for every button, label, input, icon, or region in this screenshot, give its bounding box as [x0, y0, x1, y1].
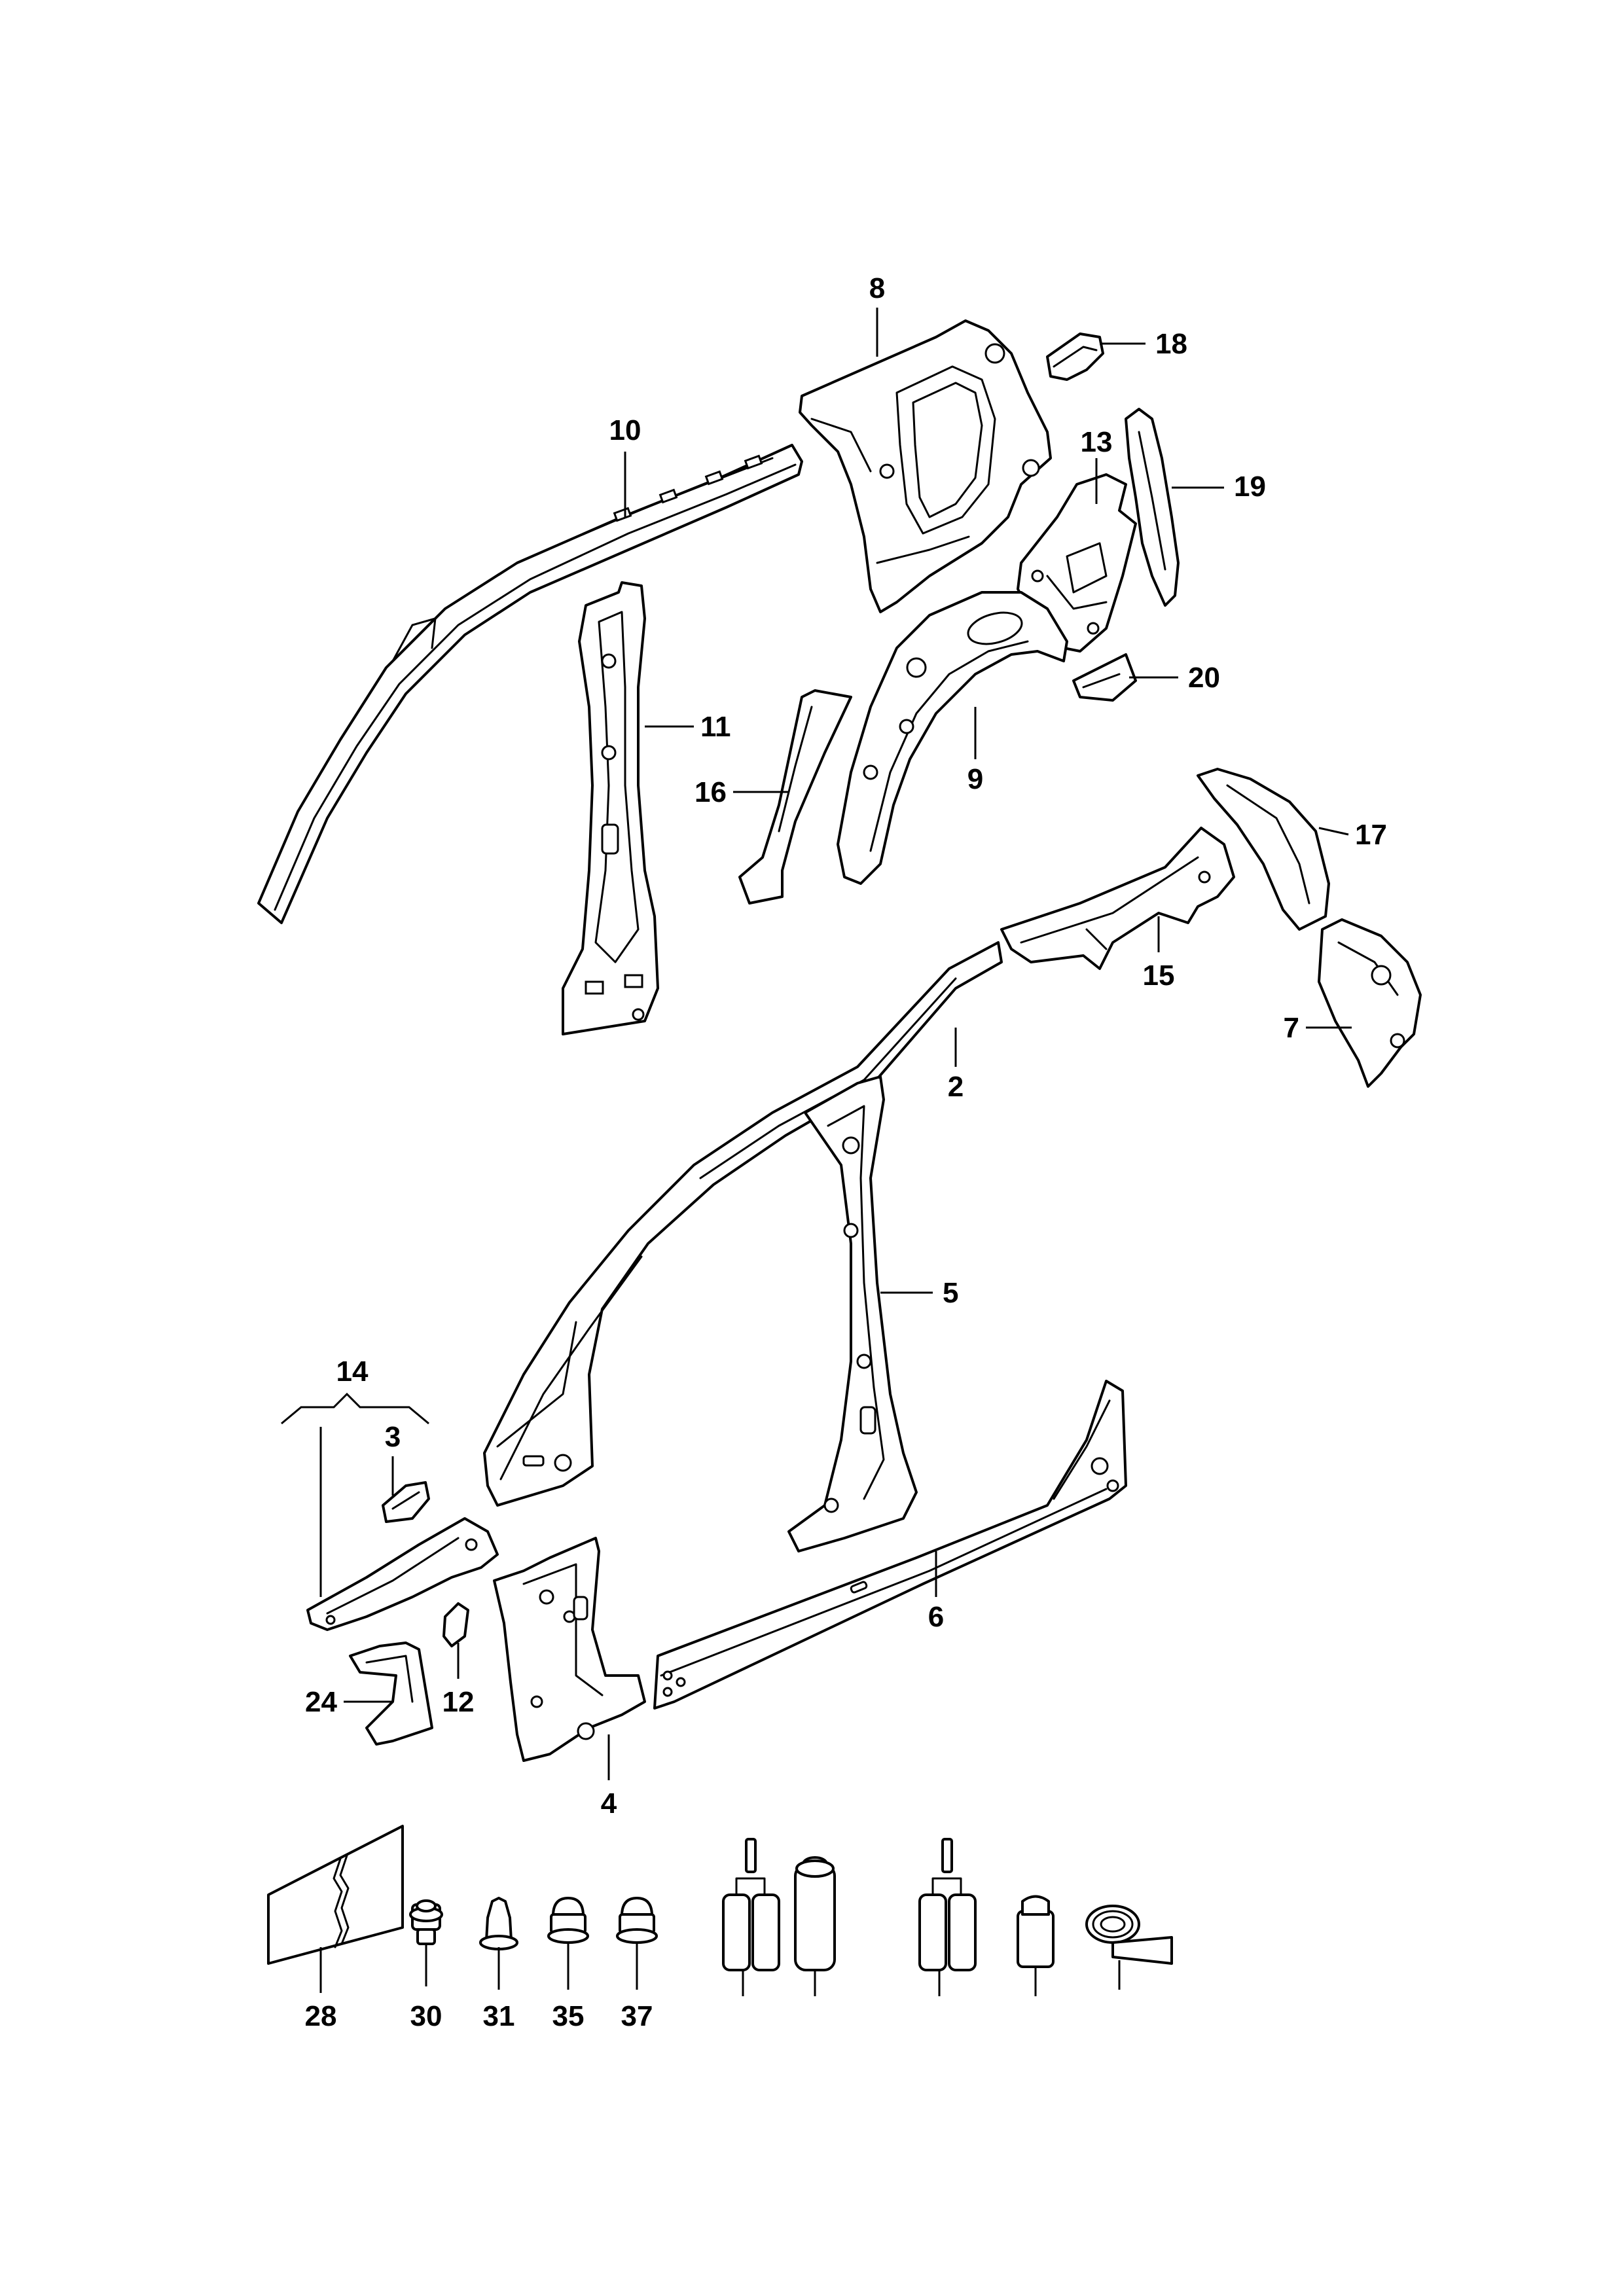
part-20-lower-gusset: [349, 1641, 433, 1746]
label-13: 14: [336, 1355, 369, 1388]
part-28-cap-nut: [616, 1897, 658, 1944]
part-25-nut-insert: [409, 1899, 443, 1945]
label-1: 2: [948, 1071, 964, 1103]
label-5: 6: [928, 1601, 944, 1633]
part-24-tape-strip: [267, 1825, 404, 1965]
part-16-rear-corner-upper: [1197, 768, 1330, 931]
part-11-clip-bracket: [442, 1602, 469, 1647]
part-38-tape-roll: [1085, 1905, 1173, 1965]
label-8: 9: [967, 763, 983, 795]
label-2: 3: [385, 1421, 401, 1453]
part-26-push-clip: [479, 1897, 518, 1950]
label-25: 30: [410, 2000, 442, 2032]
label-11: 12: [442, 1686, 475, 1718]
label-24: 28: [305, 2000, 337, 2032]
part-7-quarter-inner-panel: [799, 319, 1052, 613]
part-17-bracket: [1046, 332, 1104, 381]
label-27: 35: [552, 2000, 585, 2032]
part-12-lamp-panel: [1017, 473, 1137, 653]
label-16: 17: [1355, 819, 1387, 851]
label-7: 8: [869, 272, 885, 304]
label-9: 10: [609, 414, 641, 446]
label-28: 37: [621, 2000, 653, 2032]
part-3-a-pillar-lower: [493, 1537, 646, 1762]
part-9-roof-rail: [257, 444, 803, 924]
part-2-small-bracket: [382, 1481, 430, 1523]
part-6-rear-corner-lower: [1318, 918, 1422, 1088]
label-10: 11: [700, 711, 731, 743]
label-14: 15: [1143, 960, 1175, 992]
part-14-rear-rail: [1000, 827, 1235, 970]
part-19-gusset: [1072, 653, 1137, 702]
label-20: 24: [305, 1686, 337, 1718]
label-19: 20: [1188, 662, 1220, 694]
label-4: 5: [943, 1277, 958, 1309]
part-37-small-container: [1017, 1895, 1055, 1968]
part-35-twin-cartridge: [918, 1838, 977, 1971]
label-12: 13: [1081, 426, 1113, 458]
part-30-twin-cartridge: [722, 1838, 780, 1971]
label-6: 7: [1284, 1012, 1299, 1044]
label-26: 31: [483, 2000, 515, 2032]
label-18: 19: [1234, 471, 1266, 503]
part-15-pillar-brace: [738, 689, 852, 905]
part-31-cartridge: [794, 1856, 836, 1971]
part-18-rear-reinforcement: [1125, 408, 1180, 607]
label-15: 16: [695, 776, 727, 808]
label-17: 18: [1155, 328, 1187, 360]
part-10-b-pillar-inner: [562, 581, 659, 1035]
part-13-hinge-bracket: [306, 1517, 499, 1631]
label-3: 4: [601, 1787, 617, 1820]
part-5-rocker-sill: [653, 1380, 1127, 1710]
group-13-bracket: [281, 1392, 429, 1425]
part-27-cap-nut: [547, 1897, 589, 1944]
part-8-wheelhouse: [837, 591, 1068, 885]
part-4-b-pillar-outer: [787, 1075, 918, 1552]
